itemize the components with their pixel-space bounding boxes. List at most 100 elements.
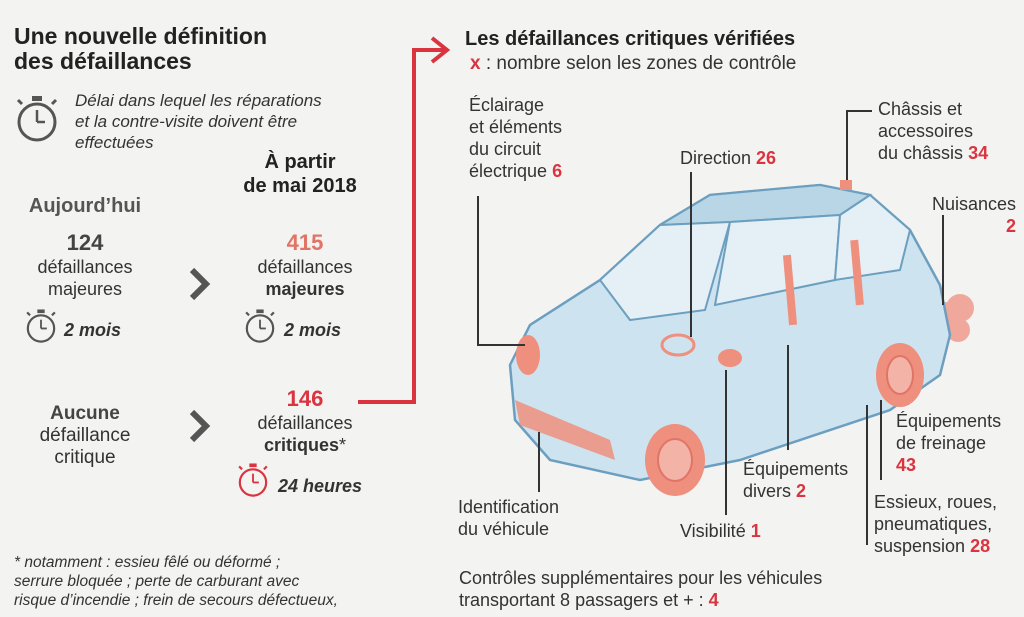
today-header: Aujourd’hui [28, 195, 142, 217]
zone-eclairage-count: 6 [552, 161, 563, 181]
today-critical-line3: critique [54, 447, 116, 468]
today-major-block: 124 défaillances majeures [10, 230, 160, 300]
future-critical-block: 146 défaillances critiques* [230, 386, 380, 456]
today-critical-line2: défaillance [39, 425, 131, 446]
callout-freinage [880, 400, 882, 480]
callout-eclairage [477, 196, 479, 346]
future-header-line1: À partir [264, 151, 336, 173]
zone-freinage-l1: Équipements [896, 411, 1002, 431]
future-major-delay: 2 mois [284, 320, 342, 340]
arrow-right-icon [350, 30, 460, 415]
right-title: Les défaillances critiques vérifiées [465, 28, 796, 50]
zone-nuisances-count: 2 [1005, 216, 1016, 236]
footnote-line3: risque d’incendie ; frein de secours déf… [14, 592, 338, 609]
legend-text: Délai dans lequel les réparations et la … [75, 90, 395, 153]
legend-line2: et la contre-visite doivent être [75, 112, 298, 131]
zone-essieux-l3: suspension [874, 536, 966, 556]
future-critical-label1: défaillances [257, 413, 353, 433]
future-critical-delay: 24 heures [278, 476, 363, 496]
today-major-delay: 2 mois [64, 320, 122, 340]
future-critical-star: * [339, 435, 347, 455]
zone-chassis-l3-wrap: du châssis 34 [878, 142, 988, 164]
zone-visibilite: Visibilité 1 [680, 520, 761, 542]
zone-visibilite-count: 1 [750, 521, 761, 541]
legend-stopwatch-icon [14, 94, 60, 151]
zone-chassis: Châssis et accessoires du châssis 34 [878, 98, 988, 164]
zone-nuisances: Nuisances 2 [918, 193, 1016, 237]
zone-eclairage-l2: et éléments [469, 117, 563, 137]
zone-chassis-l1: Châssis et [878, 99, 963, 119]
future-critical-stopwatch-icon [236, 462, 270, 505]
subtitle-text: : nombre selon les zones de contrôle [480, 53, 797, 74]
zone-essieux-l3-wrap: suspension 28 [874, 535, 997, 557]
legend-line3: effectuées [75, 133, 154, 152]
car-illustration [490, 160, 980, 505]
zone-eclairage: Éclairage et éléments du circuit électri… [469, 94, 562, 182]
callout-essieux [866, 405, 868, 545]
footnote: * notamment : essieu fêlé ou déformé ; s… [14, 553, 338, 610]
zone-eclairage-l4: électrique [469, 161, 548, 181]
zone-essieux-l2: pneumatiques, [874, 514, 993, 534]
zone-divers-l2: divers [743, 481, 792, 501]
future-major-label1: défaillances [257, 257, 353, 277]
zone-identification-l2: du véhicule [458, 519, 550, 539]
footnote-line1: * notamment : essieu fêlé ou déformé ; [14, 554, 281, 571]
future-critical-label2: critiques [263, 435, 339, 455]
zone-chassis-l3: du châssis [878, 143, 964, 163]
callout-visibilite [725, 370, 727, 515]
zone-direction: Direction 26 [680, 147, 776, 169]
extra-count: 4 [708, 590, 719, 610]
future-major-stopwatch-icon [243, 308, 277, 351]
subtitle-marker: x [470, 53, 481, 74]
zone-direction-count: 26 [756, 148, 777, 168]
future-critical-label2-wrap: critiques* [230, 434, 380, 456]
today-major-label1: défaillances [37, 257, 133, 277]
extra-line2-wrap: transportant 8 passagers et + : 4 [459, 589, 822, 611]
today-major-label2: majeures [47, 279, 123, 299]
extra-line1: Contrôles supplémentaires pour les véhic… [459, 568, 823, 588]
zone-eclairage-l1: Éclairage [469, 95, 545, 115]
extra-line2: transportant 8 passagers et + : [459, 590, 709, 610]
zone-chassis-l2: accessoires [878, 121, 974, 141]
legend-line1: Délai dans lequel les réparations [75, 91, 322, 110]
zone-freinage-l2: de freinage [896, 433, 987, 453]
chevron-right-icon-2 [188, 408, 212, 453]
left-title-line1: Une nouvelle définition [14, 23, 268, 49]
right-subtitle: x : nombre selon les zones de contrôle [470, 53, 796, 75]
today-major-stopwatch-icon [24, 308, 58, 351]
today-critical-line1: Aucune [50, 403, 120, 424]
future-major-label2: majeures [265, 279, 345, 299]
zone-freinage-count: 43 [896, 455, 917, 475]
zone-freinage: Équipements de freinage 43 [896, 410, 1001, 476]
callout-divers [787, 345, 789, 450]
zone-essieux: Essieux, roues, pneumatiques, suspension… [874, 491, 997, 557]
chevron-right-icon [188, 266, 212, 311]
zone-divers-l1: Équipements [743, 459, 849, 479]
zone-divers-count: 2 [796, 481, 807, 501]
zone-essieux-l1: Essieux, roues, [874, 492, 998, 512]
zone-divers-l2-wrap: divers 2 [743, 480, 848, 502]
zone-chassis-count: 34 [968, 143, 989, 163]
zone-identification-l1: Identification [458, 497, 560, 517]
zone-eclairage-l3: du circuit [469, 139, 542, 159]
zone-divers: Équipements divers 2 [743, 458, 848, 502]
zone-identification: Identification du véhicule [458, 496, 559, 540]
zone-direction-l1: Direction [680, 148, 752, 168]
left-title: Une nouvelle définition des défaillances [14, 24, 267, 74]
callout-eclairage-h [477, 344, 525, 346]
today-critical-block: Aucune défaillance critique [10, 403, 160, 469]
front-wheel [645, 424, 705, 496]
callout-direction [690, 172, 692, 337]
callout-chassis [846, 110, 848, 180]
rear-wheel [876, 343, 924, 407]
footnote-line2: serrure bloquée ; perte de carburant ave… [14, 573, 300, 590]
callout-chassis-h [846, 110, 872, 112]
future-major-block: 415 défaillances majeures [230, 230, 380, 300]
extra-controls: Contrôles supplémentaires pour les véhic… [459, 567, 822, 611]
future-major-count: 415 [286, 230, 324, 255]
zone-visibilite-l1: Visibilité [680, 521, 746, 541]
today-major-count: 124 [66, 230, 104, 255]
zone-nuisances-l1: Nuisances [931, 194, 1016, 214]
future-header: À partir de mai 2018 [220, 150, 380, 198]
future-header-line2: de mai 2018 [243, 175, 357, 197]
